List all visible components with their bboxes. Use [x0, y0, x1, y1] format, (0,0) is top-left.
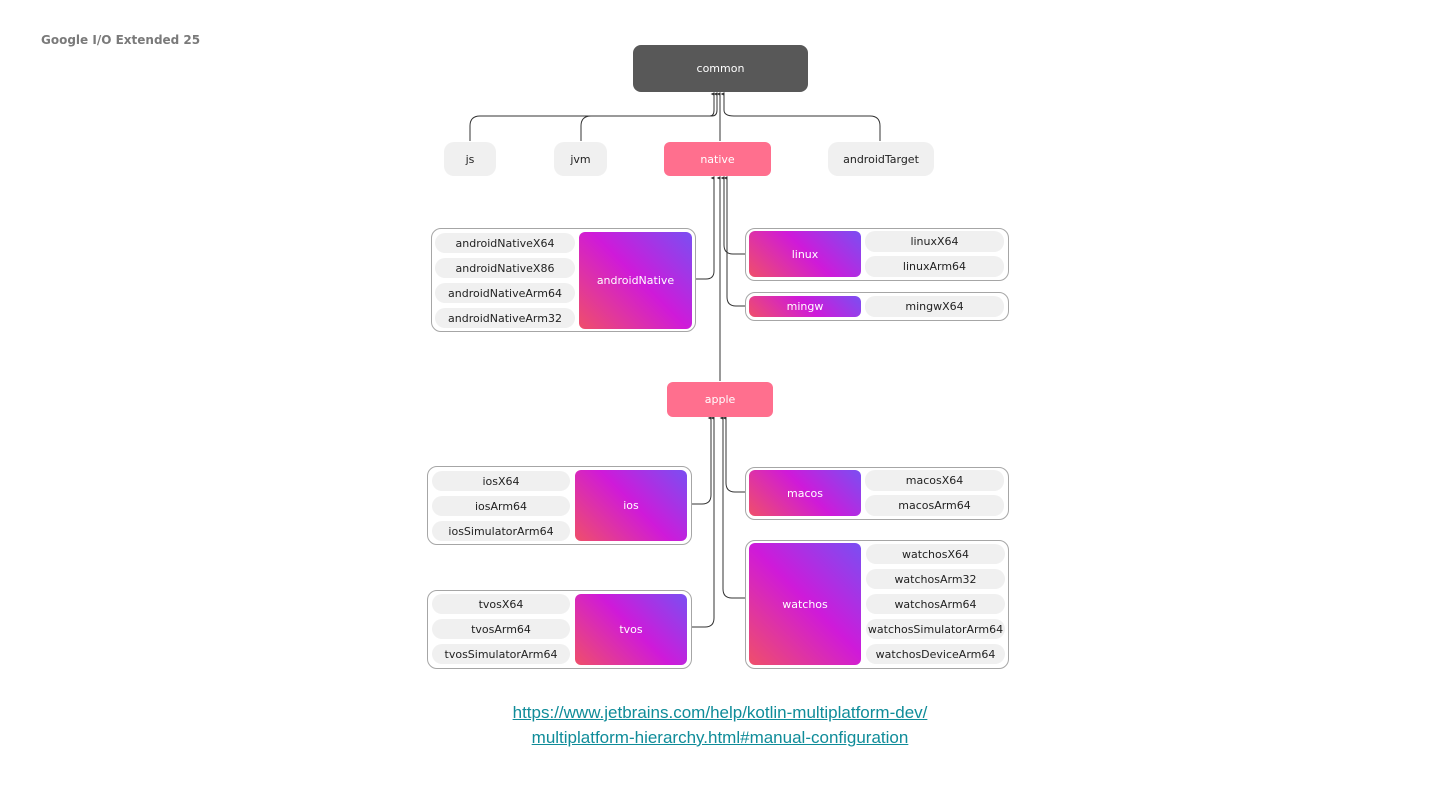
- wire-linux-native: [720, 176, 746, 255]
- node-js: js: [444, 142, 496, 176]
- target-ios-x64: iosX64: [432, 471, 570, 491]
- docs-link-line-2[interactable]: multiplatform-hierarchy.html#manual-conf…: [531, 728, 909, 747]
- target-watchos-arm32: watchosArm32: [866, 569, 1005, 589]
- node-common: common: [633, 45, 808, 92]
- node-linux: linux: [749, 231, 861, 277]
- target-linux-x64: linuxX64: [865, 231, 1004, 252]
- target-linux-arm64: linuxArm64: [865, 256, 1004, 277]
- target-android-native-arm64: androidNativeArm64: [435, 283, 575, 303]
- target-tvos-simulator-arm64: tvosSimulatorArm64: [432, 644, 570, 664]
- wire-jvm-common: [580, 92, 718, 141]
- target-ios-simulator-arm64: iosSimulatorArm64: [432, 521, 570, 541]
- node-native: native: [664, 142, 771, 176]
- target-tvos-arm64: tvosArm64: [432, 619, 570, 639]
- docs-link-line-1[interactable]: https://www.jetbrains.com/help/kotlin-mu…: [512, 703, 928, 722]
- target-macos-arm64: macosArm64: [865, 495, 1004, 516]
- node-watchos: watchos: [749, 543, 861, 665]
- wire-mingw-native: [723, 176, 746, 307]
- target-mingw-x64: mingwX64: [865, 296, 1004, 317]
- node-ios: ios: [575, 470, 687, 541]
- target-android-native-x64: androidNativeX64: [435, 233, 575, 253]
- target-watchos-arm64: watchosArm64: [866, 594, 1005, 614]
- node-android-target: androidTarget: [828, 142, 934, 176]
- target-watchos-x64: watchosX64: [866, 544, 1005, 564]
- wire-watchos-apple: [719, 416, 745, 599]
- target-android-native-x86: androidNativeX86: [435, 258, 575, 278]
- target-android-native-arm32: androidNativeArm32: [435, 308, 575, 328]
- wire-android-common: [720, 92, 881, 141]
- event-label: Google I/O Extended 25: [41, 33, 201, 47]
- wire-js-common: [469, 92, 715, 141]
- target-tvos-x64: tvosX64: [432, 594, 570, 614]
- docs-link[interactable]: https://www.jetbrains.com/help/kotlin-mu…: [0, 700, 1440, 750]
- wire-tvos-apple: [691, 416, 715, 628]
- target-watchos-device-arm64: watchosDeviceArm64: [866, 644, 1005, 664]
- node-jvm: jvm: [554, 142, 607, 176]
- wire-androidnative-native: [694, 176, 715, 280]
- node-tvos: tvos: [575, 594, 687, 665]
- wire-ios-apple: [691, 416, 712, 505]
- node-macos: macos: [749, 470, 861, 516]
- target-ios-arm64: iosArm64: [432, 496, 570, 516]
- node-android-native: androidNative: [579, 232, 692, 329]
- node-apple: apple: [667, 382, 773, 417]
- target-macos-x64: macosX64: [865, 470, 1004, 491]
- wire-macos-apple: [722, 416, 745, 493]
- node-mingw: mingw: [749, 296, 861, 317]
- target-watchos-simulator-arm64: watchosSimulatorArm64: [866, 619, 1005, 639]
